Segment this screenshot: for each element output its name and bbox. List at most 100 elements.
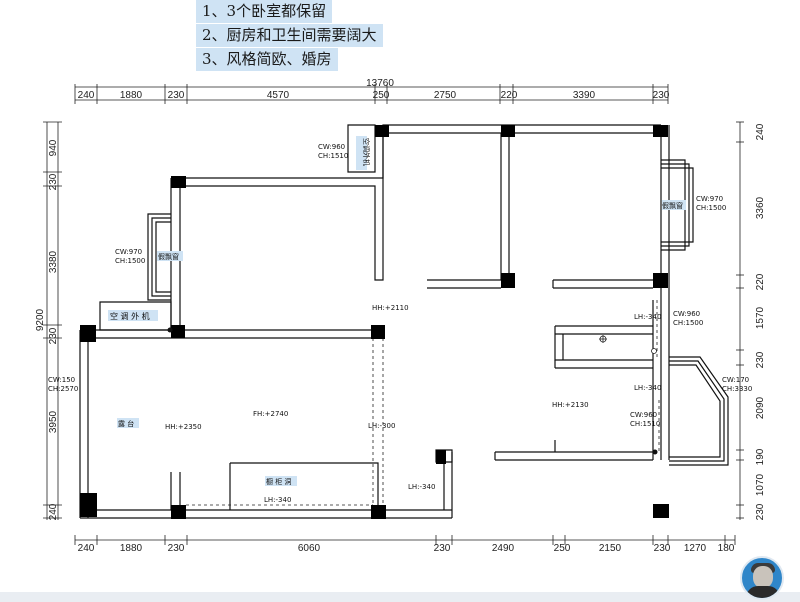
column <box>653 273 668 288</box>
note-style: 3、风格简欧、婚房 <box>196 48 338 71</box>
dimension-ticks <box>43 84 744 545</box>
dim-top: 4570 <box>267 90 290 101</box>
drain-marker <box>167 327 173 333</box>
label-hh: HH:+2110 <box>372 304 409 312</box>
walls <box>79 124 729 519</box>
dim-left: 230 <box>48 327 59 344</box>
requirements-notes: 1、3个卧室都保留 2、厨房和卫生间需要阔大 3、风格简欧、婚房 <box>196 0 426 72</box>
label-cw: CW:170 <box>722 376 749 384</box>
dim-right: 1570 <box>755 306 766 329</box>
label-ch: CH:2570 <box>48 385 78 393</box>
dim-bottom: 180 <box>718 543 735 554</box>
label-hh: HH:+2130 <box>552 401 589 409</box>
dim-left-col: 9200 940 230 3380 230 3950 240 <box>35 139 59 520</box>
label-lh: LH:-340 <box>408 483 435 491</box>
dim-top: 220 <box>501 90 518 101</box>
column <box>80 493 97 517</box>
dim-top: 230 <box>168 90 185 101</box>
ceiling-light-marker <box>599 335 607 343</box>
note-bedrooms: 1、3个卧室都保留 <box>196 0 333 23</box>
dim-right: 190 <box>755 448 766 465</box>
dim-top: 230 <box>653 90 670 101</box>
label-lh: LH:-340 <box>634 384 661 392</box>
label-cw: CW:960 <box>630 411 657 419</box>
column <box>501 273 515 288</box>
label-ch: CH:1500 <box>115 257 145 265</box>
bottom-bar <box>0 592 800 602</box>
column <box>171 505 186 519</box>
label-fh: FH:+2740 <box>253 410 288 418</box>
dimension-lines <box>46 86 741 541</box>
label-cabinet: 橱 柜 洞 <box>266 477 291 486</box>
dim-right: 230 <box>755 351 766 368</box>
column <box>371 505 386 519</box>
dim-right: 3360 <box>755 196 766 219</box>
dim-top: 250 <box>373 90 390 101</box>
dim-bottom: 230 <box>434 543 451 554</box>
dim-top: 240 <box>78 90 95 101</box>
label-bay-window-left: 假飘窗 <box>158 252 179 261</box>
dim-bottom-row: 240 1880 230 6060 230 2490 250 2150 230 … <box>78 543 735 554</box>
dim-bottom: 250 <box>554 543 571 554</box>
dim-right: 220 <box>755 273 766 290</box>
label-balcony: 露 台 <box>118 419 134 428</box>
dim-left: 940 <box>48 139 59 156</box>
label-lh: LH:-340 <box>264 496 291 504</box>
dim-bottom: 1880 <box>120 543 143 554</box>
label-cw: CW:960 <box>673 310 700 318</box>
dim-bottom: 2490 <box>492 543 515 554</box>
dim-right: 230 <box>755 503 766 520</box>
avatar-body <box>746 586 780 598</box>
dashed-lines <box>186 300 660 506</box>
label-lh: LH:-300 <box>368 422 395 430</box>
column <box>80 325 96 342</box>
dim-bottom: 6060 <box>298 543 321 554</box>
label-cw: CW:150 <box>48 376 75 384</box>
label-ch: CH:1500 <box>673 319 703 327</box>
label-ch: CH:1500 <box>696 204 726 212</box>
label-ac-outdoor-2: 空 调 外 机 <box>110 311 150 321</box>
plan-labels: 空调外机 空 调 外 机 假飘窗 假飘窗 露 台 橱 柜 洞 CW:960 CH… <box>48 136 752 504</box>
dim-left-total: 9200 <box>35 308 46 331</box>
label-bay-window-right: 假飘窗 <box>662 201 683 210</box>
avatar[interactable] <box>740 556 784 600</box>
dim-bottom: 230 <box>168 543 185 554</box>
label-ac-outdoor-1: 空调外机 <box>362 138 371 166</box>
dim-left: 3380 <box>48 250 59 273</box>
drain-marker <box>652 449 658 455</box>
dim-top: 3390 <box>573 90 596 101</box>
column <box>653 504 669 518</box>
label-cw: CW:970 <box>115 248 142 256</box>
dim-bottom: 1270 <box>684 543 707 554</box>
label-ch: CH:3330 <box>722 385 752 393</box>
dim-right-col: 240 3360 220 1570 230 2090 190 1070 230 <box>755 123 766 520</box>
dim-left: 230 <box>48 173 59 190</box>
column <box>436 450 446 464</box>
column <box>653 125 668 137</box>
dim-bottom: 2150 <box>599 543 622 554</box>
dim-top-row: 240 1880 230 4570 250 2750 220 3390 230 <box>78 90 670 101</box>
label-ch: CH:1510 <box>630 420 660 428</box>
column <box>371 325 385 339</box>
dim-right: 2090 <box>755 396 766 419</box>
dim-top: 1880 <box>120 90 143 101</box>
dim-bottom: 230 <box>654 543 671 554</box>
label-cw: CW:970 <box>696 195 723 203</box>
dim-top: 2750 <box>434 90 457 101</box>
column <box>171 176 186 188</box>
column <box>375 125 389 137</box>
label-lh: LH:-340 <box>634 313 661 321</box>
dim-left: 3950 <box>48 410 59 433</box>
drain-marker <box>651 348 657 354</box>
dim-right: 1070 <box>755 473 766 496</box>
avatar-face <box>753 566 773 588</box>
dim-top-total: 13760 <box>366 78 394 89</box>
label-ch: CH:1510 <box>318 152 348 160</box>
dim-right: 240 <box>755 123 766 140</box>
dim-left: 240 <box>48 503 59 520</box>
dim-bottom: 240 <box>78 543 95 554</box>
label-hh: HH:+2350 <box>165 423 202 431</box>
note-kitchen-bath: 2、厨房和卫生间需要阔大 <box>196 24 383 47</box>
column <box>501 125 515 137</box>
